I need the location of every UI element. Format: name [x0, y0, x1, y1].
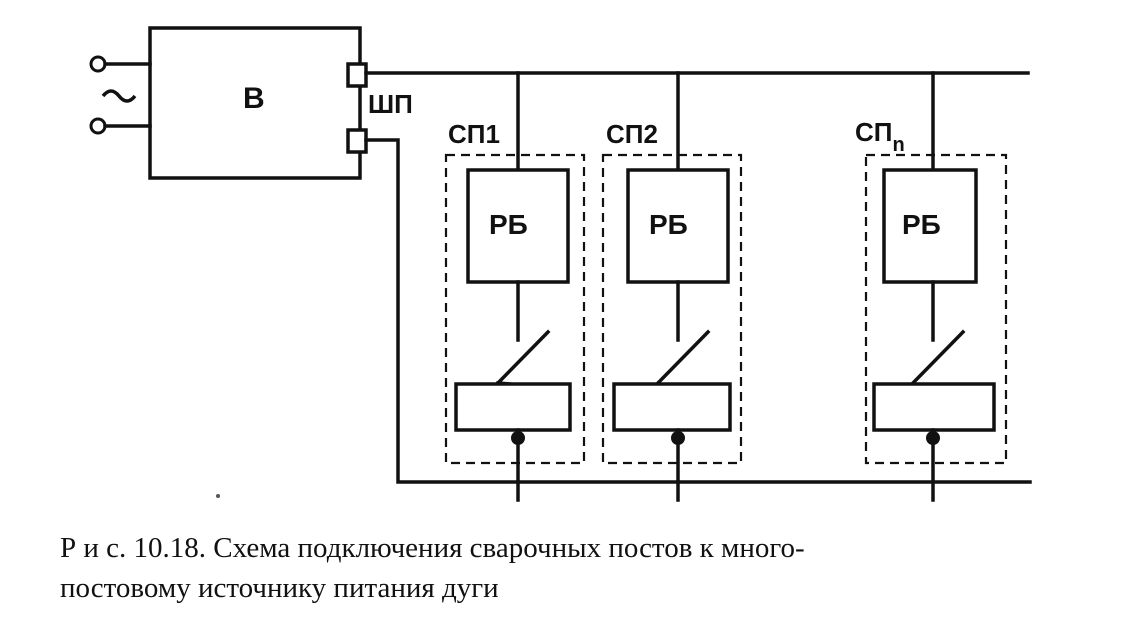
station-1-ballast-resistor [454, 382, 572, 432]
busbar-label: ШП [368, 89, 413, 119]
bottom-busbar [364, 138, 1032, 484]
station-2-label: СП2 [606, 119, 658, 149]
station-2-boundary [601, 153, 743, 465]
output-terminal-bottom [346, 128, 368, 154]
ac-input-terminals [89, 55, 152, 135]
station-n-regulator-label: РБ [902, 209, 941, 240]
station-2-regulator-label: РБ [649, 209, 688, 240]
station-n: СПn РБ [855, 71, 1008, 502]
caption-line-2: постовому источнику питания дуги [60, 572, 499, 604]
caption-line-1: Р и с. 10.18. Схема подключения сварочны… [60, 532, 805, 564]
station-1-regulator-label: РБ [489, 209, 528, 240]
station-1-boundary [444, 153, 586, 465]
station-2-regulator-block [626, 168, 730, 284]
station-2-ballast-resistor [612, 382, 732, 432]
station-1-regulator-block [466, 168, 570, 284]
power-source-label: В [243, 82, 265, 115]
station-1-label: СП1 [448, 119, 500, 149]
station-2-switch [655, 329, 711, 386]
station-n-switch [910, 329, 966, 386]
output-terminal-top [346, 62, 368, 88]
station-n-boundary [864, 153, 1008, 465]
station-1-switch [495, 329, 551, 386]
station-1: СП1 РБ [444, 71, 586, 502]
scan-speck [216, 494, 220, 498]
station-n-regulator-block [882, 168, 978, 284]
ac-symbol-icon [101, 89, 137, 103]
station-n-ballast-resistor [872, 382, 996, 432]
power-source-block [148, 26, 362, 180]
station-n-label: СПn [855, 117, 905, 156]
station-2: СП2 РБ [601, 71, 743, 502]
figure-caption: Р и с. 10.18. Схема подключения сварочны… [60, 528, 1100, 608]
